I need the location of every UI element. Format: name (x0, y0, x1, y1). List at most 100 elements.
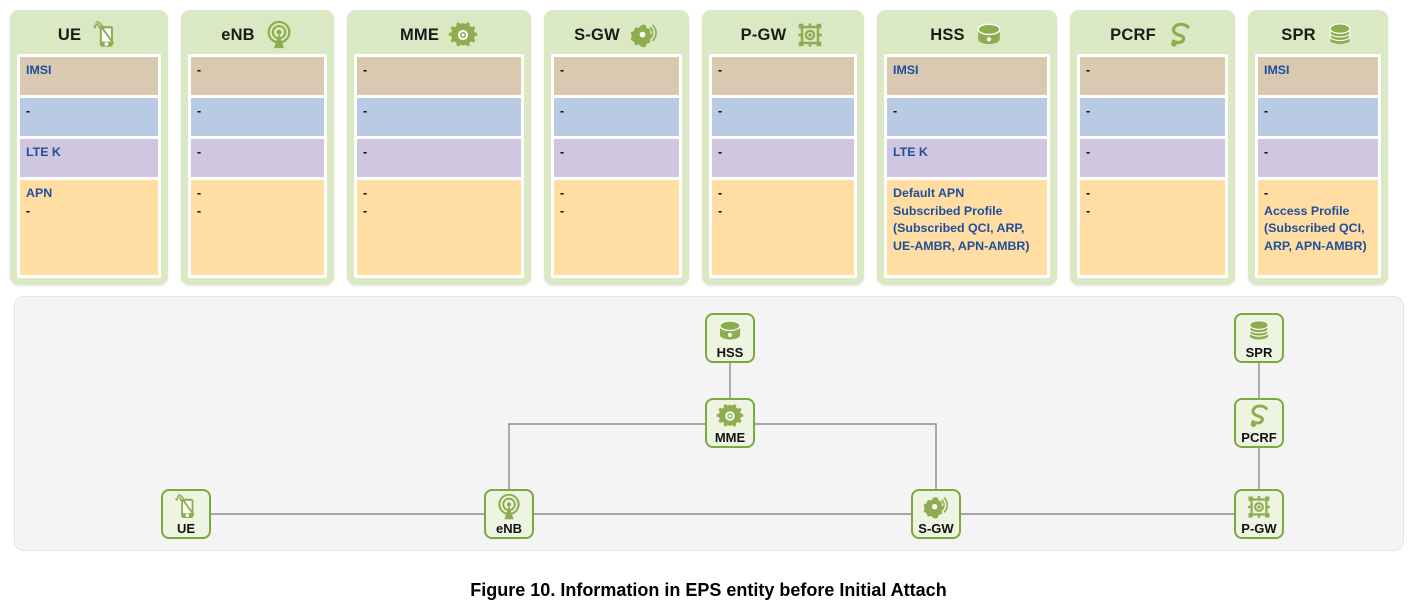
card-row-orange: -- (191, 180, 324, 275)
empty-dash: - (363, 145, 368, 159)
network-node-hss: HSS (705, 313, 755, 363)
card-header: PCRF (1077, 16, 1228, 54)
field-label: IMSI (26, 63, 52, 77)
card-header: P-GW (709, 16, 857, 54)
empty-dash: - (1086, 104, 1091, 118)
empty-dash: - (197, 203, 202, 218)
empty-dash: - (363, 104, 368, 118)
field-label: UE-AMBR, APN-AMBR) (893, 238, 1030, 253)
card-row-purple: - (712, 139, 854, 177)
empty-dash: - (560, 203, 565, 218)
empty-dash: - (26, 203, 31, 218)
card-title: UE (57, 25, 82, 44)
network-node-mme: MME (705, 398, 755, 448)
entity-card-s-gw: S-GW----- (544, 10, 689, 285)
network-node-pgw: P-GW (1234, 489, 1284, 539)
card-row-purple: - (1080, 139, 1225, 177)
field-label: IMSI (893, 63, 919, 77)
network-node-label: P-GW (1241, 521, 1277, 536)
card-row-tan: - (712, 57, 854, 95)
card-body: ----- (709, 54, 857, 278)
network-node-ue: UE (161, 489, 211, 539)
database-icon (974, 20, 1004, 50)
card-body: ----- (551, 54, 682, 278)
entity-card-mme: MME----- (347, 10, 531, 285)
figure-caption: Figure 10. Information in EPS entity bef… (470, 580, 947, 600)
field-label: (Subscribed QCI, (1264, 221, 1365, 236)
network-node-pcrf: PCRF (1234, 398, 1284, 448)
card-row-blue: - (20, 98, 158, 136)
phone-signal-icon (90, 20, 120, 50)
empty-dash: - (197, 63, 202, 77)
card-row-tan: - (1080, 57, 1225, 95)
empty-dash: - (1264, 186, 1269, 200)
card-row-purple: - (357, 139, 521, 177)
field-label: APN (26, 186, 53, 200)
network-node-enb: eNB (484, 489, 534, 539)
network-node-label: S-GW (918, 521, 954, 536)
empty-dash: - (560, 186, 565, 200)
phone-signal-icon (172, 493, 200, 521)
field-label: (Subscribed QCI, ARP, (893, 221, 1025, 236)
network-node-label: HSS (716, 345, 744, 360)
card-row-blue: - (1258, 98, 1378, 136)
network-node-sgw: S-GW (911, 489, 961, 539)
network-node-label: SPR (1245, 345, 1273, 360)
card-row-purple: - (191, 139, 324, 177)
gear-icon (448, 20, 478, 50)
empty-dash: - (718, 186, 723, 200)
card-header: SPR (1255, 16, 1381, 54)
card-body: ----- (1077, 54, 1228, 278)
empty-dash: - (197, 145, 202, 159)
card-title: S-GW (574, 25, 620, 44)
network-node-spr: SPR (1234, 313, 1284, 363)
field-label: ARP, APN-AMBR) (1264, 238, 1367, 253)
card-row-orange: -- (357, 180, 521, 275)
card-row-tan: IMSI (1258, 57, 1378, 95)
gateway-signal-icon (629, 20, 659, 50)
card-header: eNB (188, 16, 327, 54)
network-node-label: PCRF (1241, 430, 1277, 445)
database-stack-icon (1325, 20, 1355, 50)
card-row-purple: LTE K (887, 139, 1047, 177)
card-body: ----- (188, 54, 327, 278)
empty-dash: - (560, 104, 565, 118)
card-row-orange: -- (1080, 180, 1225, 275)
connector-line (508, 423, 705, 489)
entity-card-enb: eNB----- (181, 10, 334, 285)
policy-swirl-icon (1165, 20, 1195, 50)
card-row-orange: APN - (20, 180, 158, 275)
card-row-blue: - (887, 98, 1047, 136)
empty-dash: - (363, 63, 368, 77)
card-title: eNB (221, 25, 255, 44)
empty-dash: - (718, 145, 723, 159)
card-row-tan: - (357, 57, 521, 95)
empty-dash: - (718, 104, 723, 118)
packet-gateway-icon (1245, 493, 1273, 521)
empty-dash: - (1086, 145, 1091, 159)
network-node-label: UE (176, 521, 196, 536)
card-row-orange: -- (712, 180, 854, 275)
connector-lines (211, 363, 1260, 515)
card-row-blue: - (554, 98, 679, 136)
field-label: Subscribed Profile (893, 203, 1003, 218)
card-row-purple: LTE K (20, 139, 158, 177)
policy-swirl-icon (1245, 402, 1273, 430)
empty-dash: - (1086, 63, 1091, 77)
field-label: Access Profile (1264, 203, 1350, 218)
packet-gateway-icon (795, 20, 825, 50)
network-node-label: eNB (495, 521, 522, 536)
empty-dash: - (363, 203, 368, 218)
card-row-tan: IMSI (20, 57, 158, 95)
card-row-tan: - (191, 57, 324, 95)
database-stack-icon (1245, 317, 1273, 345)
card-body: ----- (354, 54, 524, 278)
empty-dash: - (197, 186, 202, 200)
card-header: MME (354, 16, 524, 54)
card-title: PCRF (1110, 25, 1156, 44)
card-row-orange: - Access Profile (Subscribed QCI, ARP, APN-… (1258, 180, 1378, 275)
